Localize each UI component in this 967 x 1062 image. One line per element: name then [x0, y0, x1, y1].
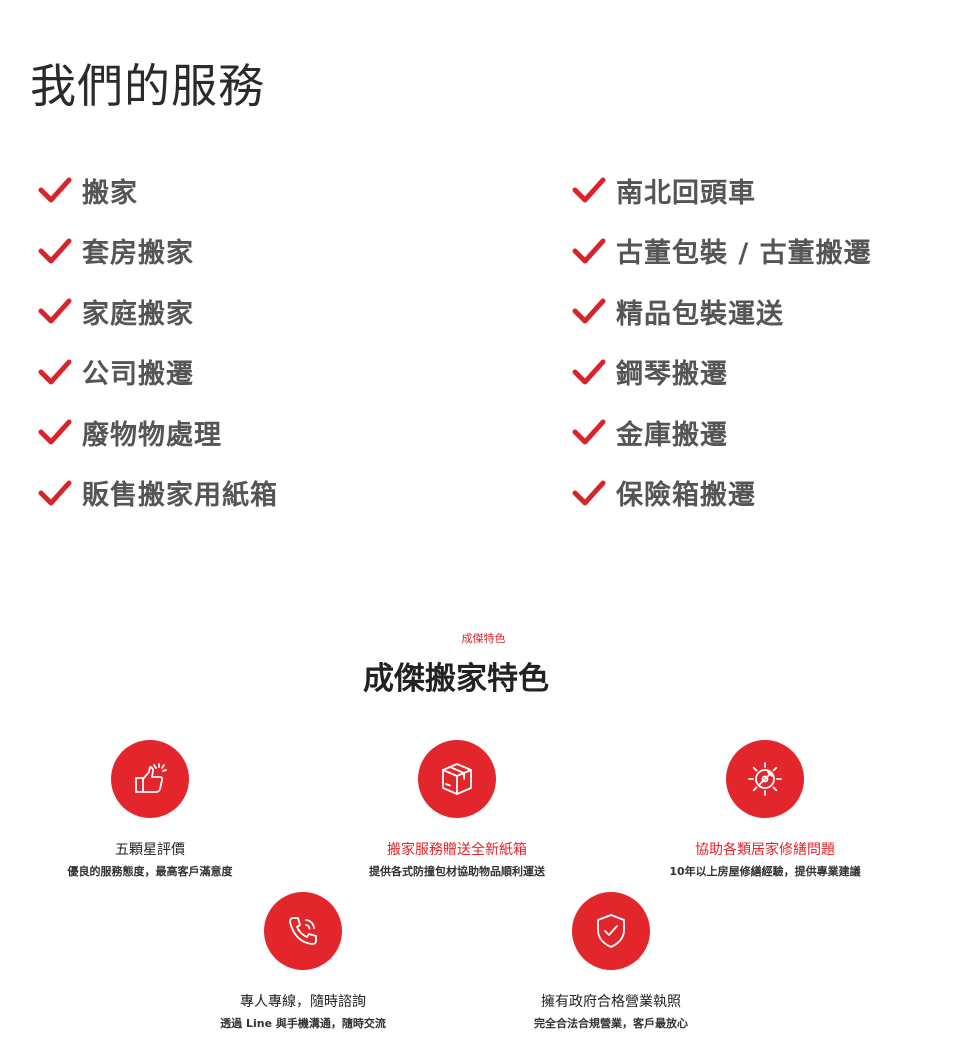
- thumbs-up-icon: [135, 763, 167, 793]
- checkmark-icon: [38, 298, 72, 324]
- phone-icon: [289, 917, 317, 945]
- checkmark-icon: [38, 480, 72, 506]
- feature-description: 10年以上房屋修繕經驗，提供專業建議: [669, 865, 861, 878]
- service-label: 廢物物處理: [82, 419, 222, 451]
- feature-icon-circle: [264, 892, 342, 970]
- services-list-right: 南北回頭車 古董包裝 / 古董搬遷 精品包裝運送 鋼琴搬遷 金庫搬遷 保險箱搬遷: [572, 160, 872, 523]
- service-item: 套房搬家: [38, 221, 278, 282]
- service-item: 金庫搬遷: [572, 402, 872, 463]
- service-item: 南北回頭車: [572, 160, 872, 221]
- service-item: 廢物物處理: [38, 402, 278, 463]
- feature-description: 完全合法合規營業，客戶最放心: [534, 1017, 688, 1030]
- checkmark-icon: [38, 359, 72, 385]
- feature-title: 專人專線，隨時諮詢: [240, 994, 366, 1010]
- feature-five-star-rating: 五顆星評價 優良的服務態度，最高客戶滿意度: [0, 740, 300, 879]
- checkmark-icon: [572, 359, 606, 385]
- box-icon: [442, 763, 472, 795]
- checkmark-icon: [38, 419, 72, 445]
- feature-icon-circle: [572, 892, 650, 970]
- checkmark-icon: [572, 238, 606, 264]
- shield-check-icon: [597, 914, 625, 948]
- service-label: 金庫搬遷: [616, 419, 728, 451]
- service-label: 套房搬家: [82, 238, 194, 270]
- services-list-left: 搬家 套房搬家 家庭搬家 公司搬遷 廢物物處理 販售搬家用紙箱: [38, 160, 278, 523]
- feature-dedicated-line: 專人專線，隨時諮詢 透過 Line 與手機溝通，隨時交流: [153, 892, 453, 1031]
- checkmark-icon: [38, 177, 72, 203]
- feature-description: 透過 Line 與手機溝通，隨時交流: [220, 1017, 386, 1030]
- service-item: 公司搬遷: [38, 342, 278, 403]
- service-label: 保險箱搬遷: [616, 480, 756, 512]
- features-eyebrow: 成傑特色: [461, 632, 506, 645]
- feature-free-boxes: 搬家服務贈送全新紙箱 提供各式防撞包材協助物品順利運送: [307, 740, 607, 879]
- checkmark-icon: [572, 419, 606, 445]
- service-item: 販售搬家用紙箱: [38, 463, 278, 524]
- feature-title: 搬家服務贈送全新紙箱: [387, 842, 527, 858]
- service-label: 鋼琴搬遷: [616, 359, 728, 391]
- checkmark-icon: [572, 298, 606, 324]
- feature-icon-circle: [726, 740, 804, 818]
- service-label: 公司搬遷: [82, 359, 194, 391]
- services-title: 我們的服務: [30, 59, 265, 113]
- service-item: 保險箱搬遷: [572, 463, 872, 524]
- service-item: 古董包裝 / 古董搬遷: [572, 221, 872, 282]
- service-item: 搬家: [38, 160, 278, 221]
- checkmark-icon: [572, 480, 606, 506]
- feature-title: 擁有政府合格營業執照: [541, 994, 681, 1010]
- service-item: 精品包裝運送: [572, 281, 872, 342]
- features-title: 成傑搬家特色: [363, 661, 549, 697]
- service-label: 南北回頭車: [616, 177, 756, 209]
- feature-title: 五顆星評價: [115, 842, 185, 858]
- checkmark-icon: [572, 177, 606, 203]
- feature-licensed: 擁有政府合格營業執照 完全合法合規營業，客戶最放心: [461, 892, 761, 1031]
- feature-icon-circle: [111, 740, 189, 818]
- service-item: 鋼琴搬遷: [572, 342, 872, 403]
- checkmark-icon: [38, 238, 72, 264]
- service-label: 家庭搬家: [82, 298, 194, 330]
- service-item: 家庭搬家: [38, 281, 278, 342]
- service-label: 販售搬家用紙箱: [82, 480, 278, 512]
- feature-home-repair: 協助各類居家修繕問題 10年以上房屋修繕經驗，提供專業建議: [615, 740, 915, 879]
- feature-description: 優良的服務態度，最高客戶滿意度: [67, 865, 233, 878]
- service-label: 搬家: [82, 177, 138, 209]
- feature-icon-circle: [418, 740, 496, 818]
- feature-title: 協助各類居家修繕問題: [695, 842, 835, 858]
- feature-description: 提供各式防撞包材協助物品順利運送: [369, 865, 545, 878]
- service-label: 古董包裝 / 古董搬遷: [616, 238, 872, 270]
- gear-wrench-icon: [748, 762, 782, 796]
- service-label: 精品包裝運送: [616, 298, 784, 330]
